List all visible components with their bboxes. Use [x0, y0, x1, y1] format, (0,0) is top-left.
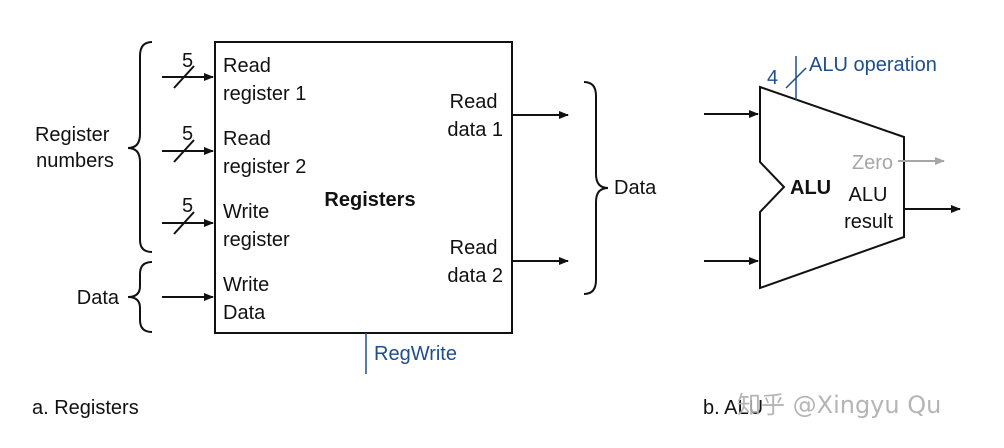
regwrite-label: RegWrite: [374, 343, 457, 365]
write-data-label: Write Data: [223, 274, 275, 324]
bus-width-label-2: 5: [182, 123, 193, 145]
read-register-1-label: Read register 1: [223, 55, 306, 105]
bus-width-label-1: 5: [182, 50, 193, 72]
alu-operation-width: 4: [767, 67, 778, 89]
registers-block: [214, 41, 513, 334]
zero-label: Zero: [852, 152, 893, 174]
alu-title: ALU: [790, 177, 831, 199]
alu-result-label: ALU result: [844, 184, 893, 233]
write-register-label: Write register: [223, 201, 290, 251]
data-in-label: Data: [77, 287, 120, 309]
read-register-2-label: Read register 2: [223, 128, 306, 178]
registers-title: Registers: [324, 189, 415, 211]
bus-width-label-3: 5: [182, 195, 193, 217]
read-data-1-label: Read data 1: [447, 91, 503, 141]
watermark: 知乎 @Xingyu Qu: [737, 391, 941, 419]
register-numbers-brace: [127, 41, 153, 253]
registers-caption: a. Registers: [32, 397, 139, 419]
read-data-2-label: Read data 2: [447, 237, 503, 287]
bus-slash-3: [173, 211, 195, 235]
register-numbers-label: Register numbers: [35, 124, 115, 172]
alu-operation-label: ALU operation: [809, 54, 937, 76]
data-in-brace: [127, 261, 153, 333]
bus-slash-2: [173, 139, 195, 163]
data-out-label: Data: [614, 177, 657, 199]
data-out-brace: [583, 81, 609, 295]
alu-operation-slash: [785, 67, 807, 89]
alu-caption: b. ALU: [703, 397, 763, 419]
bus-slash-1: [173, 65, 195, 89]
alu-shape: [759, 85, 905, 290]
